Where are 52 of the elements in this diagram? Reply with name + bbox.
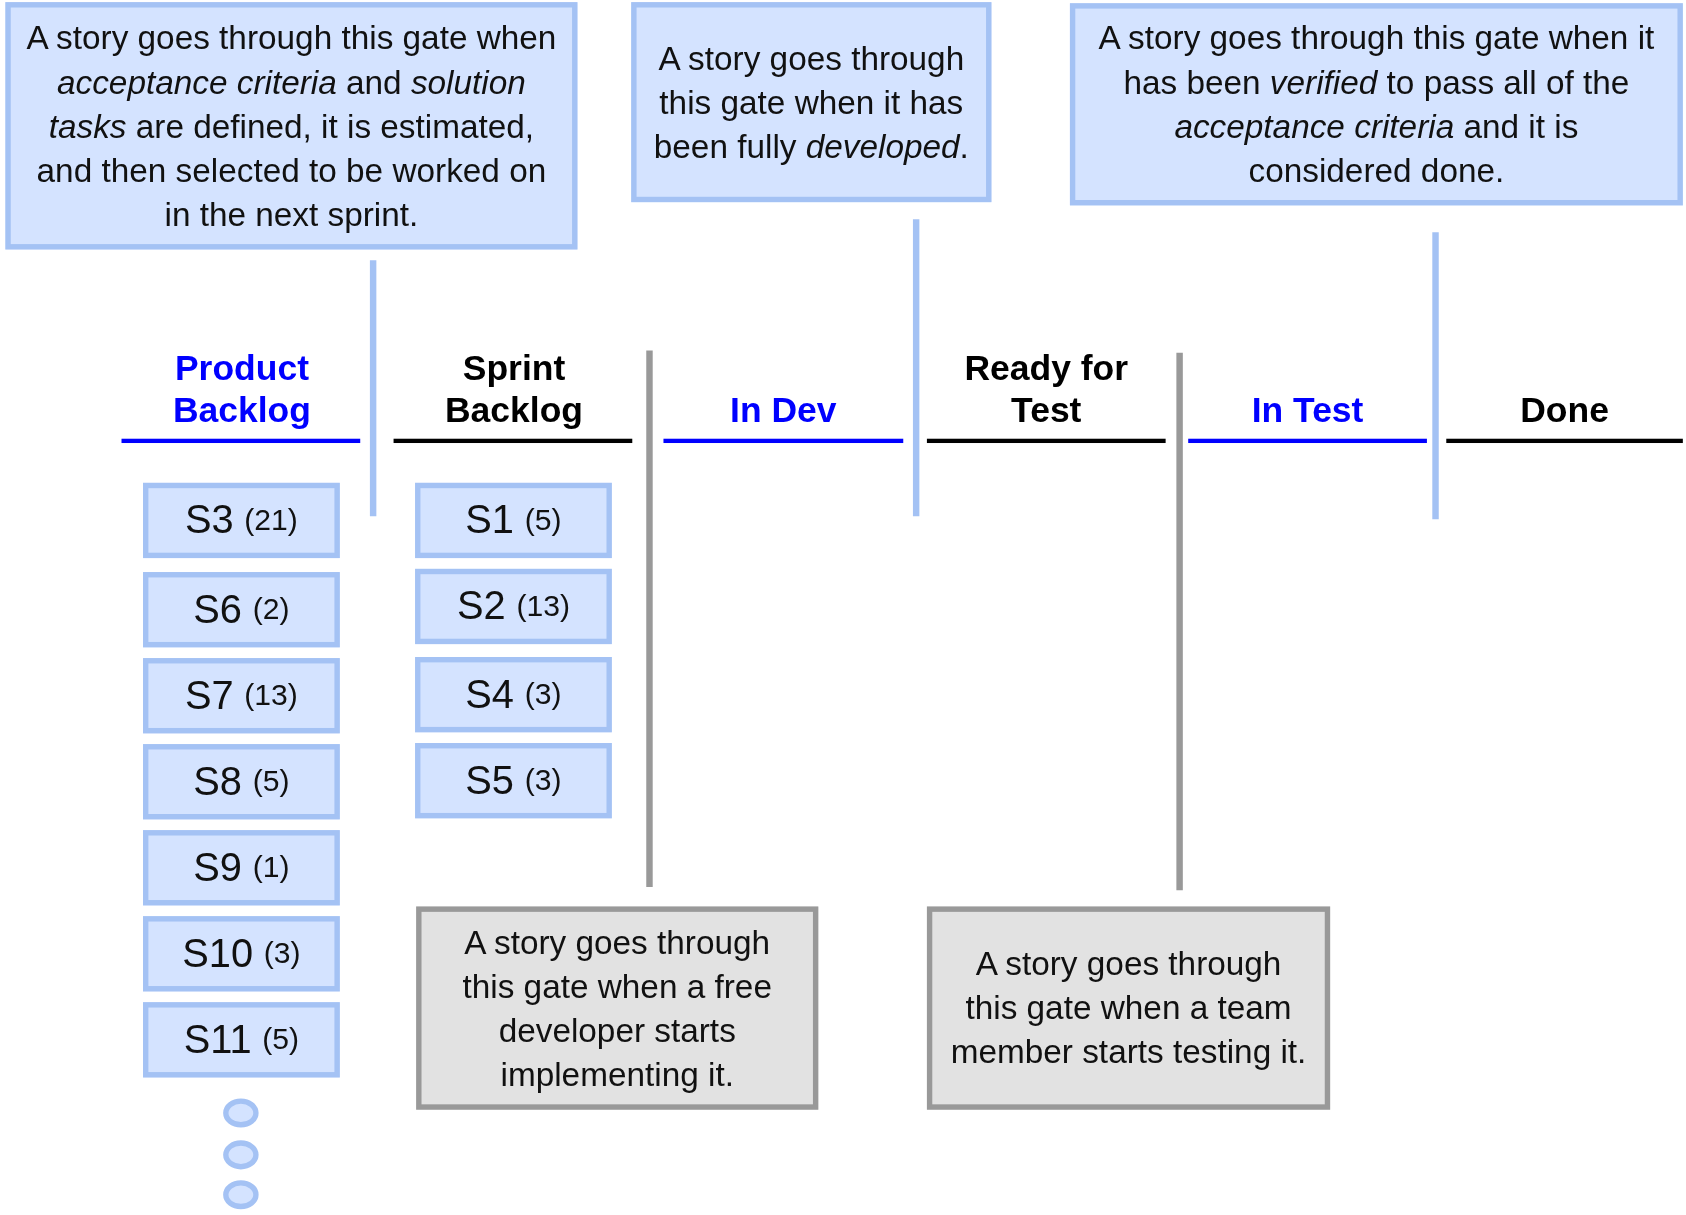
story-points: (13): [244, 678, 298, 713]
column-heading: Product Backlog: [171, 346, 312, 431]
story-card: [143, 830, 340, 906]
story-points: (5): [524, 503, 562, 538]
gate-description: A story goes through this gate when a team member starts testing it.: [949, 944, 1308, 1073]
story-points: (21): [244, 503, 298, 538]
continuation-dot: [223, 1098, 259, 1128]
story-card: [143, 1002, 340, 1078]
column-heading: Sprint Backlog: [443, 346, 584, 431]
story-card: [415, 568, 612, 645]
story-card: [415, 657, 612, 733]
story-points: (3): [263, 936, 301, 971]
story-card: [415, 743, 612, 819]
story-id: S10: [182, 931, 253, 977]
column-heading: In Dev: [729, 388, 838, 431]
column-heading: Ready for Test: [963, 346, 1130, 431]
story-points: (5): [262, 1022, 300, 1057]
story-points: (1): [252, 850, 290, 885]
story-points: (2): [252, 592, 290, 627]
gate-description: A story goes through this gate when acceptance criteria and solution tasks are defined, it is estimated, and then selected to be worked on in the next sprint.: [25, 17, 557, 235]
story-id: S3: [184, 497, 234, 544]
story-id: S2: [456, 583, 506, 630]
continuation-dot: [223, 1180, 259, 1210]
column-heading: In Test: [1250, 388, 1365, 431]
story-id: S6: [193, 587, 242, 633]
story-card: [415, 482, 612, 559]
story-card: [143, 658, 340, 734]
gate-callout: [416, 906, 819, 1110]
story-card: [143, 572, 340, 648]
gate-callout: [1069, 3, 1683, 206]
story-points: (3): [524, 677, 562, 712]
gate-callout: [631, 2, 992, 203]
story-id: S11: [183, 1017, 252, 1063]
gate-description: A story goes through this gate when a free developer starts implementing it.: [461, 922, 773, 1096]
story-points: (5): [252, 764, 290, 799]
gate-callout: [926, 906, 1331, 1110]
story-card: [143, 482, 340, 559]
continuation-dot: [223, 1140, 259, 1170]
story-id: S5: [465, 758, 514, 804]
gate-description: A story goes through this gate when it has been fully developed.: [652, 38, 970, 168]
story-points: (13): [516, 589, 570, 624]
story-card: [143, 744, 340, 820]
story-id: S1: [465, 497, 514, 544]
story-card: [143, 916, 340, 992]
gate-description: A story goes through this gate when it has been verified to pass all of the acceptance criteria and it is considered done.: [1097, 18, 1656, 192]
story-id: S7: [184, 673, 234, 719]
gate-callout: [5, 2, 578, 250]
story-id: S9: [193, 845, 242, 891]
column-heading: Done: [1519, 388, 1610, 431]
story-points: (3): [524, 763, 562, 798]
story-id: S8: [193, 759, 242, 805]
story-id: S4: [465, 672, 514, 718]
